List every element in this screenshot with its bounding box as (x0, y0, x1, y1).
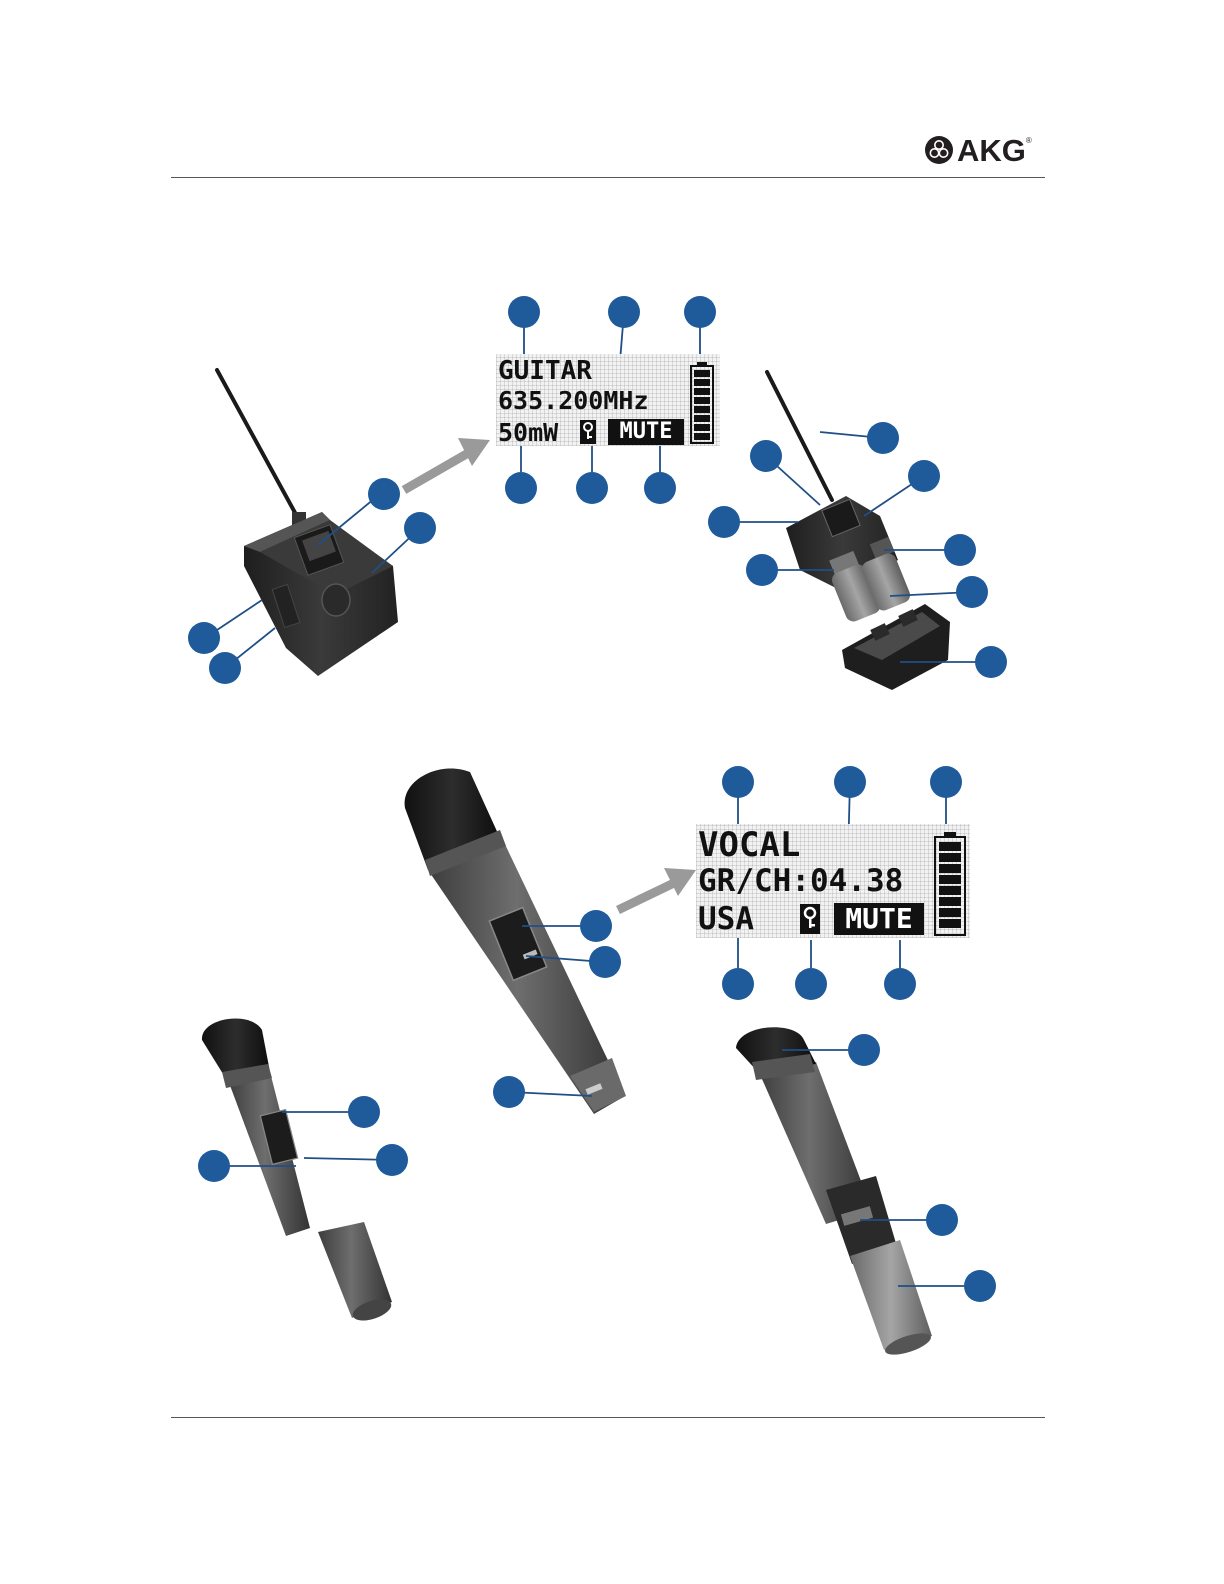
callout-marker (188, 622, 220, 654)
lock-icon (800, 904, 820, 934)
mute-indicator: MUTE (834, 903, 924, 935)
callout-marker (908, 460, 940, 492)
callout-marker (956, 576, 988, 608)
callout-marker (848, 1034, 880, 1066)
bodypack-display: GUITAR 635.200MHz 50mW MUTE (496, 354, 720, 446)
callout-marker (608, 296, 640, 328)
callout-marker (930, 766, 962, 798)
handheld-battery-compartment (202, 1019, 394, 1325)
callout-marker (404, 512, 436, 544)
callout-marker (576, 472, 608, 504)
callout-marker (944, 534, 976, 566)
callout-marker (926, 1204, 958, 1236)
callout-marker (209, 652, 241, 684)
callout-leaders (205, 312, 990, 1286)
mute-indicator: MUTE (608, 419, 684, 445)
callout-marker (964, 1270, 996, 1302)
bodypack-open (767, 372, 950, 690)
callout-marker (644, 472, 676, 504)
callout-marker (708, 506, 740, 538)
callout-marker (722, 766, 754, 798)
display-region: USA (698, 904, 754, 935)
callout-marker (884, 968, 916, 1000)
callout-marker (368, 478, 400, 510)
display-group-channel: GR/CH:04.38 (698, 866, 903, 897)
callout-marker (580, 910, 612, 942)
display-name: GUITAR (498, 358, 592, 384)
lock-icon (580, 420, 596, 444)
callout-marker (975, 646, 1007, 678)
callout-markers (188, 296, 1007, 1302)
callout-marker (795, 968, 827, 1000)
callout-marker (746, 554, 778, 586)
callout-marker (684, 296, 716, 328)
callout-marker (589, 946, 621, 978)
display-name: VOCAL (698, 828, 800, 862)
callout-marker (722, 968, 754, 1000)
callout-marker (376, 1144, 408, 1176)
callout-marker (508, 296, 540, 328)
callout-marker (834, 766, 866, 798)
callout-marker (348, 1096, 380, 1128)
battery-icon (690, 362, 714, 444)
callout-marker (198, 1150, 230, 1182)
callout-marker (750, 440, 782, 472)
callout-marker (493, 1076, 525, 1108)
handheld-display: VOCAL GR/CH:04.38 USA MUTE (696, 824, 970, 938)
callout-marker (505, 472, 537, 504)
display-frequency: 635.200MHz (498, 388, 649, 413)
callout-marker (867, 422, 899, 454)
handheld-open (736, 1027, 933, 1359)
bodypack-transmitter (217, 370, 398, 676)
battery-icon (934, 832, 966, 936)
display-power: 50mW (498, 420, 558, 445)
